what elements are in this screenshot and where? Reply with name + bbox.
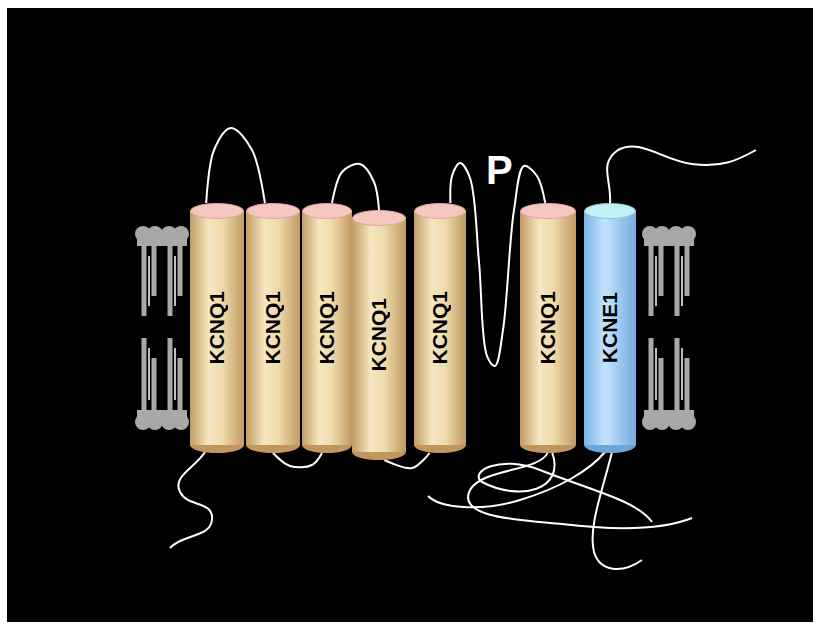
cylinder-top	[303, 204, 352, 219]
lipid-bilayer	[642, 226, 696, 430]
pore-label: P	[486, 150, 513, 190]
protein-termini	[170, 146, 756, 569]
helix-cylinder: KCNQ1	[352, 210, 406, 460]
loop-connector	[273, 453, 322, 467]
cylinder-top	[247, 204, 300, 219]
subunit-helix: KCNE1	[584, 203, 636, 453]
helix-cylinder: KCNQ1	[414, 203, 466, 453]
cylinder-body	[246, 211, 300, 445]
lipid-bilayer	[135, 226, 189, 430]
cylinder-body	[414, 211, 466, 445]
background-panel	[7, 8, 813, 622]
c-terminus	[428, 452, 605, 507]
loop-connector	[332, 164, 379, 210]
c-terminus	[593, 452, 642, 569]
helix-label: KCNQ1	[367, 298, 391, 372]
helix-label: KCNQ1	[205, 291, 229, 365]
cylinder-body	[352, 218, 406, 452]
helix-label: KCNQ1	[261, 291, 285, 365]
cylinder-top	[191, 204, 244, 219]
helix-cylinder: KCNQ1	[246, 203, 300, 453]
helix-label: KCNE1	[598, 292, 622, 363]
cylinder-body	[520, 211, 576, 445]
n-terminus	[170, 452, 212, 548]
cylinder-top	[585, 204, 636, 219]
cylinder-top	[415, 204, 466, 219]
helix-label: KCNQ1	[536, 291, 560, 365]
cylinder-top	[521, 204, 576, 219]
n-terminus	[607, 146, 756, 204]
c-terminus	[468, 452, 692, 528]
helix-label: KCNQ1	[315, 291, 339, 365]
cylinder-body	[302, 211, 352, 445]
helix-cylinder: KCNQ1	[520, 203, 576, 453]
loop-connector	[206, 128, 265, 203]
helix-label: KCNQ1	[428, 291, 452, 365]
cylinder-top	[353, 211, 406, 226]
helix-cylinder: KCNQ1	[190, 203, 244, 453]
cylinder-body	[584, 211, 636, 445]
helix-cylinder: KCNQ1	[302, 203, 352, 453]
c-terminus	[479, 452, 652, 522]
cylinder-body	[190, 211, 244, 445]
